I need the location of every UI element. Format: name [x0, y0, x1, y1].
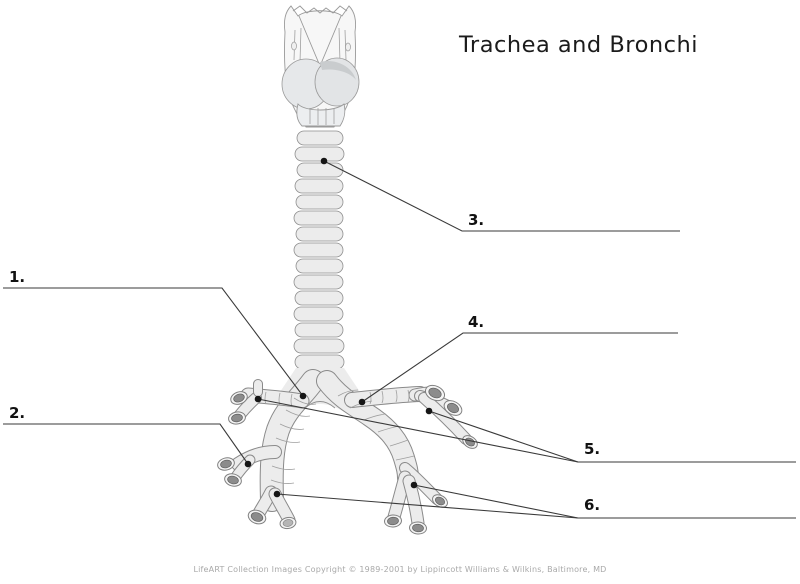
- tracheal-ring: [293, 242, 344, 258]
- larynx: [281, 5, 360, 128]
- answer-label-6: 6.: [584, 496, 601, 514]
- lobar-branch: [269, 488, 295, 526]
- leader-line-2: [3, 423, 249, 465]
- leader-lines: [3, 160, 796, 519]
- tracheal-ring: [294, 354, 345, 370]
- tracheal-ring: [294, 290, 344, 306]
- leader-line-5b: [428, 410, 579, 463]
- tracheal-ring: [293, 274, 344, 290]
- tracheal-ring: [293, 210, 344, 226]
- thyroid-foramen-left: [291, 41, 297, 51]
- bronchus-cut-openings-right: [384, 384, 478, 535]
- label-pointer-dot-5b: [425, 407, 433, 415]
- label-pointer-dot-4: [358, 398, 366, 406]
- label-pointer-dot-6b: [410, 481, 418, 489]
- answer-label-4: 4.: [468, 313, 485, 331]
- tracheal-ring: [294, 178, 344, 194]
- answer-label-1: 1.: [9, 268, 26, 286]
- cricoid-shadow: [320, 60, 356, 80]
- label-pointer-dot-5a: [254, 395, 262, 403]
- tracheal-ring: [295, 194, 344, 210]
- tracheal-ring: [293, 306, 344, 322]
- answer-label-3: 3.: [468, 211, 485, 229]
- cricoid-hatching: [309, 108, 335, 125]
- tracheal-ring: [296, 130, 344, 146]
- label-pointer-dot-3: [320, 157, 328, 165]
- bronchial-tree: [217, 368, 478, 535]
- trachea: [293, 130, 345, 370]
- label-pointer-dot-2: [244, 460, 252, 468]
- lobar-branch: [419, 393, 471, 444]
- leader-line-3: [323, 160, 680, 232]
- leader-line-4: [361, 332, 678, 403]
- bronchus-ridges: [264, 389, 415, 484]
- leader-line-1: [3, 287, 304, 397]
- label-pointer-dot-1: [299, 392, 307, 400]
- tracheal-ring: [295, 258, 344, 274]
- tracheal-ring: [293, 338, 345, 354]
- tracheal-ring: [294, 322, 344, 338]
- copyright-notice: LifeART Collection Images Copyright © 19…: [193, 565, 607, 574]
- lobar-branch: [403, 475, 424, 529]
- leader-line-6a: [276, 493, 796, 519]
- cricoid-ring: [296, 103, 346, 127]
- tracheal-ring: [296, 162, 344, 178]
- tracheal-ring: [295, 226, 344, 242]
- answer-label-2: 2.: [9, 404, 26, 422]
- label-pointer-dot-6a: [273, 490, 281, 498]
- carina-notch: [304, 401, 336, 409]
- answer-label-5: 5.: [584, 440, 601, 458]
- thyroid-foramen-right: [345, 42, 351, 52]
- hyoid-edge: [292, 5, 348, 14]
- pointer-dots: [244, 157, 433, 498]
- leader-line-6b: [413, 484, 579, 519]
- tracheal-ring: [294, 146, 345, 162]
- page-title: Trachea and Bronchi: [459, 32, 698, 58]
- bronchus-cut-openings-left: [217, 391, 297, 530]
